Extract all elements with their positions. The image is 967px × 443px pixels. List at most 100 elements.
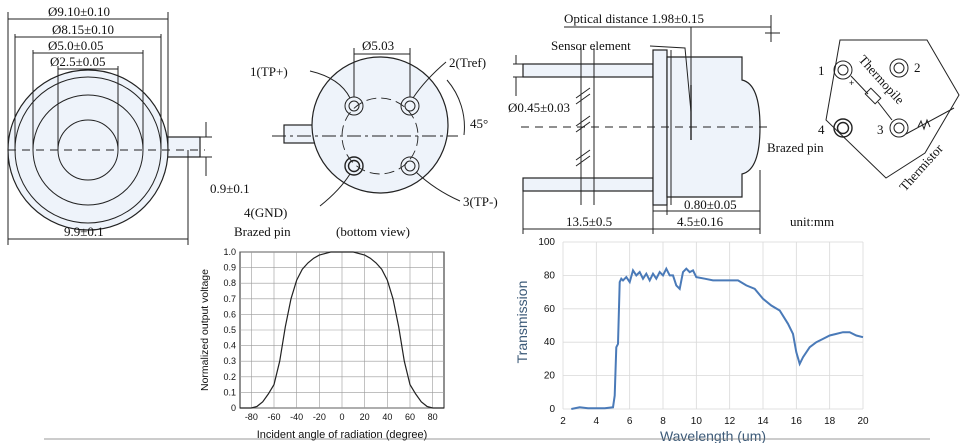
y-tick-label: 1.0 bbox=[223, 247, 236, 257]
schematic-pin-4 bbox=[833, 118, 853, 138]
x-tick-label: 6 bbox=[627, 416, 633, 427]
y-tick-label: 100 bbox=[538, 237, 555, 248]
bottom-pin-3 bbox=[400, 156, 420, 176]
thermistor-wire bbox=[905, 107, 955, 135]
bottom-view: Ø5.03 1(TP+) 2(Tref) 3(TP-) 4(GND) Braze… bbox=[234, 38, 498, 239]
pin-core bbox=[837, 64, 849, 76]
side-lead-bottom bbox=[522, 177, 654, 192]
sensor-element-leader bbox=[649, 45, 692, 113]
pin-ring bbox=[344, 156, 364, 176]
x-tick-label: 10 bbox=[691, 416, 703, 427]
body-length-label: 4.5±0.16 bbox=[677, 214, 724, 229]
chart1-series-line bbox=[240, 251, 444, 409]
pin3-label: 3(TP-) bbox=[463, 194, 498, 209]
y-tick-label: 0 bbox=[231, 403, 236, 413]
pin-core bbox=[347, 159, 361, 173]
x-tick-label: 16 bbox=[791, 416, 803, 427]
y-tick-label: 0.1 bbox=[223, 387, 236, 397]
pin-ring bbox=[833, 60, 853, 80]
break-mark bbox=[575, 93, 591, 105]
angle-label: 45° bbox=[470, 116, 488, 131]
polarity-plus-icon: + bbox=[849, 78, 854, 88]
schematic-pin-3 bbox=[889, 118, 909, 138]
break-mark bbox=[575, 149, 591, 161]
pin-ring bbox=[833, 118, 853, 138]
x-tick-label: 20 bbox=[857, 416, 869, 427]
pin4-label: 4(GND) bbox=[244, 205, 287, 220]
pin-dia-label: Ø0.45±0.03 bbox=[508, 100, 570, 115]
bottom-tab bbox=[283, 124, 317, 144]
flange-label: 0.80±0.05 bbox=[684, 197, 737, 212]
pin-schematic: + 1 2 3 4 Thermopile Thermistor Brazed p… bbox=[767, 39, 960, 194]
schematic-pin3-label: 3 bbox=[877, 122, 884, 137]
y-tick-label: 0 bbox=[549, 404, 555, 415]
thermistor-symbol bbox=[917, 118, 931, 131]
dim-label-tab: 0.9±0.1 bbox=[210, 181, 250, 196]
schematic-pin4-label: 4 bbox=[818, 122, 825, 137]
pin-core bbox=[404, 160, 416, 172]
x-tick-label: 8 bbox=[660, 416, 666, 427]
y-tick-label: 80 bbox=[544, 270, 556, 281]
chart2-series-line bbox=[571, 266, 864, 410]
chart2-grid bbox=[562, 241, 864, 410]
pin-ring bbox=[889, 118, 909, 138]
front-view: Ø9.10±0.10 Ø8.15±0.10 Ø5.0±0.05 Ø2.5±0.0… bbox=[7, 4, 250, 245]
pin-core bbox=[404, 100, 416, 112]
break-mark bbox=[575, 121, 591, 133]
dim-label-503: Ø5.03 bbox=[362, 38, 394, 53]
break-mark bbox=[575, 155, 591, 167]
front-outer-circle bbox=[7, 69, 169, 231]
dim-label-50: Ø5.0±0.05 bbox=[48, 38, 104, 53]
schematic-pin2-label: 2 bbox=[914, 60, 921, 75]
x-tick-label: 2 bbox=[560, 416, 566, 427]
angle-arc bbox=[446, 79, 465, 136]
bottom-pin-4 bbox=[344, 156, 364, 176]
y-tick-label: 0.5 bbox=[223, 325, 236, 335]
chart1-x-axis-label: Incident angle of radiation (degree) bbox=[257, 429, 428, 441]
dim-label-overall: 9.9±0.1 bbox=[64, 224, 104, 239]
y-tick-label: 0.2 bbox=[223, 372, 236, 382]
dim-label-25: Ø2.5±0.05 bbox=[50, 54, 106, 69]
pin2-label: 2(Tref) bbox=[449, 55, 486, 70]
x-tick-label: 12 bbox=[724, 416, 736, 427]
y-tick-label: 0.3 bbox=[223, 356, 236, 366]
pin-core bbox=[893, 62, 905, 74]
bottom-outer-circle bbox=[311, 56, 449, 194]
x-tick-label: -20 bbox=[313, 412, 326, 422]
schematic-pin-2 bbox=[889, 58, 909, 78]
y-tick-label: 60 bbox=[544, 304, 556, 315]
optical-distance-label: Optical distance 1.98±0.15 bbox=[564, 11, 704, 26]
pin-ring bbox=[889, 58, 909, 78]
y-tick-label: 20 bbox=[544, 371, 556, 382]
leader-pin4 bbox=[319, 173, 351, 207]
lead-length-label: 13.5±0.5 bbox=[566, 214, 612, 229]
pin1-label: 1(TP+) bbox=[250, 64, 288, 79]
y-tick-label: 0.9 bbox=[223, 263, 236, 273]
thermopile-label: Thermopile bbox=[856, 52, 908, 107]
y-tick-label: 0.8 bbox=[223, 278, 236, 288]
pin-core bbox=[836, 121, 850, 135]
x-tick-label: 18 bbox=[824, 416, 836, 427]
y-tick-label: 40 bbox=[544, 337, 556, 348]
chart1-grid bbox=[240, 251, 444, 409]
chart2-ticks: 2 4 6 8 10 12 14 16 18 20 0 20 40 60 80 100 bbox=[538, 237, 869, 427]
schematic-pin-1 bbox=[833, 60, 853, 80]
x-tick-label: 60 bbox=[405, 412, 415, 422]
y-tick-label: 0.7 bbox=[223, 294, 236, 304]
x-tick-label: 14 bbox=[757, 416, 769, 427]
pin-core bbox=[893, 122, 905, 134]
x-tick-label: 40 bbox=[382, 412, 392, 422]
chart1-y-axis-label: Normalized output voltage bbox=[199, 269, 211, 391]
x-tick-label: 0 bbox=[339, 412, 344, 422]
x-tick-label: -60 bbox=[267, 412, 280, 422]
x-tick-label: 4 bbox=[594, 416, 600, 427]
sensor-element-label: Sensor element bbox=[551, 38, 631, 53]
pin-core bbox=[348, 100, 360, 112]
brazed-pin-label: Brazed pin bbox=[234, 224, 291, 239]
chart2-y-axis-label: Transmission bbox=[514, 281, 530, 364]
y-tick-label: 0.6 bbox=[223, 309, 236, 319]
dim-label-815: Ø8.15±0.10 bbox=[52, 22, 114, 37]
pin-ring bbox=[400, 156, 420, 176]
